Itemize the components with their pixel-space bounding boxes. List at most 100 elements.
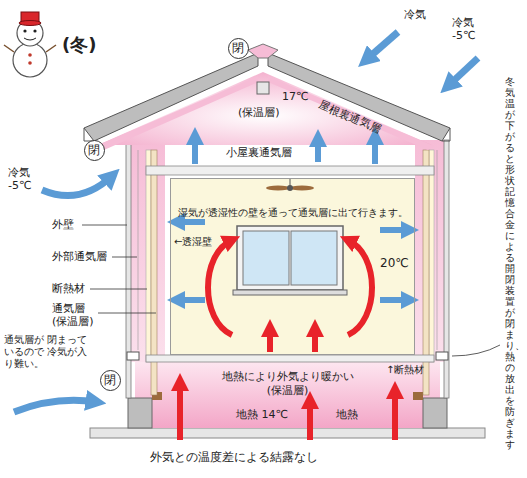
- roof: [248, 44, 278, 58]
- cold-air-arrow: [42, 176, 112, 196]
- warm-air-arrow: [180, 240, 395, 440]
- part-label: 断熱材: [52, 282, 92, 295]
- roof: [84, 53, 258, 141]
- snowman: [19, 21, 41, 26]
- snowman: [4, 45, 56, 52]
- crawl-space: [128, 398, 152, 428]
- snowman: [23, 29, 26, 32]
- wall-layers: [437, 150, 438, 350]
- roof: [268, 76, 434, 150]
- ceiling: [146, 166, 434, 362]
- snowman: [28, 61, 32, 65]
- snowman: [13, 43, 47, 77]
- ground: [90, 428, 485, 438]
- wall-layers: [146, 150, 151, 362]
- valve-closed-marker: 閉: [100, 370, 121, 391]
- part-label: 屋根裏通気層: [317, 98, 405, 145]
- leader-line: [452, 345, 500, 356]
- leader-line: [98, 313, 156, 314]
- snowman: [24, 38, 36, 40]
- cold-air-arrow: [366, 32, 398, 60]
- part-label: 20℃: [380, 256, 420, 270]
- snowman: [17, 20, 43, 46]
- crawl-space: [423, 398, 447, 428]
- part-label: 地熱 14℃: [236, 408, 296, 421]
- roof: [84, 128, 94, 141]
- room-box: 湿気が透湿性の壁を通って通気層に出て行きます。: [170, 178, 415, 355]
- snowman: [28, 53, 32, 57]
- moisture-arrow: [315, 138, 321, 162]
- roof: [96, 76, 258, 150]
- ground: [90, 428, 485, 438]
- moisture-arrow: [380, 227, 410, 233]
- ceiling-fan: [266, 186, 290, 191]
- wall-layers: [127, 352, 139, 360]
- warm-air-arrow: [177, 382, 183, 440]
- valve-label: 閉: [104, 373, 116, 388]
- part-label: (保温層): [238, 106, 298, 119]
- roof: [257, 82, 269, 94]
- warm-air-arrow: [267, 328, 273, 352]
- part-label: 地熱: [336, 408, 366, 421]
- valve-label: 閉: [232, 41, 244, 56]
- leader-line: [90, 289, 147, 290]
- window: [233, 226, 347, 295]
- part-label: 冷気 -5℃: [8, 166, 40, 192]
- vertical-note: 冬気温が下がると形状記憶合金による開閉装置が閉まり、熱の放出を防ぎます: [505, 76, 515, 450]
- ceiling-fan: [266, 178, 314, 191]
- moisture-arrow: [380, 297, 410, 303]
- moisture-arrow: [176, 219, 205, 225]
- moisture-arrow: [176, 297, 205, 303]
- part-label: ←透湿壁: [174, 236, 234, 248]
- roof: [442, 128, 450, 141]
- part-label: 17℃: [282, 90, 322, 103]
- window: [237, 226, 343, 290]
- window: [243, 231, 289, 285]
- warm-air-arrow: [307, 400, 313, 440]
- part-label: 外壁: [52, 218, 82, 231]
- snowman: [33, 29, 36, 32]
- valve-closed-marker: 閉: [84, 140, 105, 161]
- valve-label: 閉: [88, 143, 100, 158]
- warm-air-arrow: [208, 240, 232, 335]
- wall-layers: [436, 352, 448, 360]
- part-label: ↑断熱材: [386, 364, 438, 376]
- part-label: 通気層 (保温層): [52, 302, 98, 328]
- ceiling-fan: [290, 186, 314, 191]
- season-title: (冬): [62, 34, 96, 56]
- part-label: 冷気 -5℃: [452, 16, 484, 42]
- window: [291, 231, 337, 285]
- moisture-arrow: [372, 136, 378, 164]
- wall-layers: [126, 140, 449, 398]
- wall-layers: [138, 150, 139, 350]
- snowman: [4, 12, 56, 77]
- part-label: 外気との温度差による結露なし: [150, 450, 390, 464]
- room: [170, 178, 415, 355]
- leader-line: [112, 257, 137, 258]
- room: [170, 178, 415, 355]
- crawl-space: [413, 392, 423, 400]
- part-label: 通気層が 閉まっているので 冷気が入り難い。: [4, 334, 94, 370]
- cold-air-arrow: [14, 400, 96, 412]
- roof: [84, 44, 450, 150]
- node-text: 湿気が透湿性の壁を通って通気層に出て行きます。: [175, 207, 410, 220]
- leader-line: [82, 225, 127, 226]
- valve-closed-marker: 閉: [228, 38, 249, 59]
- moisture-arrow: [192, 136, 198, 164]
- warm-air-arrow: [221, 250, 236, 280]
- window: [233, 290, 347, 295]
- part-label: 外部通気層: [52, 250, 112, 263]
- node-text: 地熱により外気より暖かい (保温層): [218, 370, 358, 398]
- ceiling: [146, 166, 434, 175]
- warm-air-arrow: [348, 240, 372, 335]
- warm-air-arrow: [392, 390, 398, 440]
- ceiling-fan: [287, 185, 293, 191]
- leader-line: [82, 225, 500, 356]
- warm-air-arrow: [312, 328, 318, 352]
- ceiling: [146, 355, 434, 362]
- part-label: 小屋裏通気層: [226, 146, 306, 159]
- ceiling-fan: [290, 178, 291, 186]
- cold-air-arrow: [448, 58, 478, 86]
- wall-layers: [429, 150, 434, 362]
